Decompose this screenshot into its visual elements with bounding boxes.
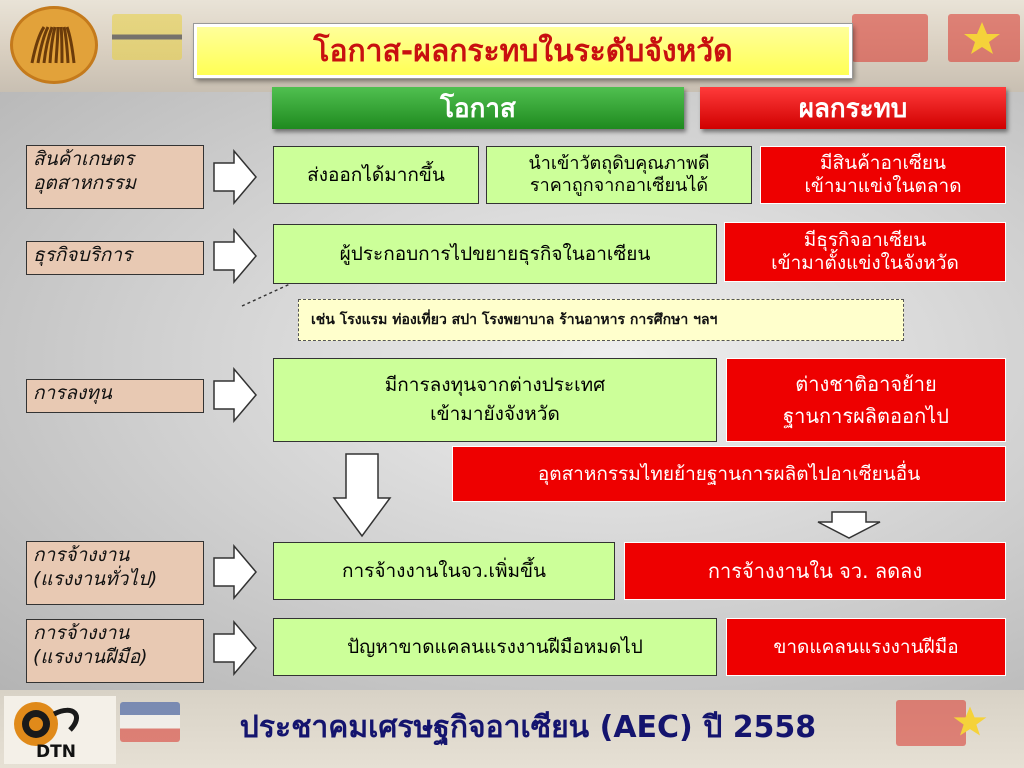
flag-decoration [120,702,180,742]
box-line: เข้ามาแข่งในตลาด [804,175,962,197]
category-line: การจ้างงาน [33,622,130,644]
box-line: ราคาถูกจากอาเซียนได้ [529,175,709,196]
flag-decoration [896,700,966,746]
opportunity-skill-shortage-solved: ปัญหาขาดแคลนแรงงานฝีมือหมดไป [273,618,717,676]
right-arrow-icon [213,367,257,423]
box-line: มีการลงทุนจากต่างประเทศ [384,373,606,396]
category-investment: การลงทุน [26,379,204,413]
down-arrow-icon [332,453,392,538]
page-title: โอกาส-ผลกระทบในระดับจังหวัด [193,23,853,79]
category-line: การจ้างงาน [33,544,130,566]
impact-asean-business: มีธุรกิจอาเซียน เข้ามาตั้งแข่งในจังหวัด [724,222,1006,282]
opportunity-expand-business: ผู้ประกอบการไปขยายธุรกิจในอาเซียน [273,224,717,284]
category-employment-general: การจ้างงาน (แรงงานทั่วไป) [26,541,204,605]
dtn-emblem-icon [14,702,79,746]
category-line: (แรงงานทั่วไป) [33,567,158,590]
category-line: อุตสาหกรรม [33,171,136,194]
down-arrow-icon [817,511,881,539]
rice-stalks-icon [30,26,76,64]
box-line: ฐานการผลิตออกไป [783,404,949,428]
callout-line [241,283,291,307]
box-line: เข้ามายังจังหวัด [430,403,560,425]
category-employment-skilled: การจ้างงาน (แรงงานฝีมือ) [26,619,204,683]
impact-header: ผลกระทบ [700,87,1006,129]
right-arrow-icon [213,620,257,676]
dtn-logo: DTN [4,696,116,764]
impact-employment-decrease: การจ้างงานใน จว. ลดลง [624,542,1006,600]
footer-title: ประชาคมเศรษฐกิจอาเซียน (AEC) ปี 2558 [239,709,817,745]
box-line: นำเข้าวัตถุดิบคุณภาพดี [528,153,710,175]
opportunity-import-raw: นำเข้าวัตถุดิบคุณภาพดี ราคาถูกจากอาเซียน… [486,146,752,204]
opportunity-foreign-investment: มีการลงทุนจากต่างประเทศ เข้ามายังจังหวัด [273,358,717,442]
right-arrow-icon [213,228,257,284]
opportunity-employment-increase: การจ้างงานในจว.เพิ่มขึ้น [273,542,615,600]
star-icon [953,706,987,736]
impact-foreign-relocate: ต่างชาติอาจย้าย ฐานการผลิตออกไป [726,358,1006,442]
impact-skill-shortage: ขาดแคลนแรงงานฝีมือ [726,618,1006,676]
category-line: สินค้าเกษตร [33,148,135,170]
service-examples-note: เช่น โรงแรม ท่องเที่ยว สปา โรงพยาบาล ร้า… [298,299,904,341]
right-arrow-icon [213,149,257,205]
category-agri-industry: สินค้าเกษตร อุตสาหกรรม [26,145,204,209]
box-line: เข้ามาตั้งแข่งในจังหวัด [771,252,959,274]
impact-thai-industry-relocate: อุตสาหกรรมไทยย้ายฐานการผลิตไปอาเซียนอื่น [452,446,1006,502]
category-services: ธุรกิจบริการ [26,241,204,275]
flag-decoration [112,14,182,60]
star-icon [964,22,1000,54]
box-line: มีสินค้าอาเซียน [819,152,947,175]
category-line: (แรงงานฝีมือ) [33,645,148,668]
opportunity-export-more: ส่งออกได้มากขึ้น [273,146,479,204]
dtn-logo-text: DTN [36,742,76,762]
asean-logo [10,6,98,84]
bottom-banner [0,690,1024,768]
box-line: มีธุรกิจอาเซียน [803,229,927,252]
impact-asean-goods: มีสินค้าอาเซียน เข้ามาแข่งในตลาด [760,146,1006,204]
right-arrow-icon [213,544,257,600]
opportunity-header: โอกาส [272,87,684,129]
box-line: ต่างชาติอาจย้าย [795,372,937,396]
flag-decoration [852,14,928,62]
